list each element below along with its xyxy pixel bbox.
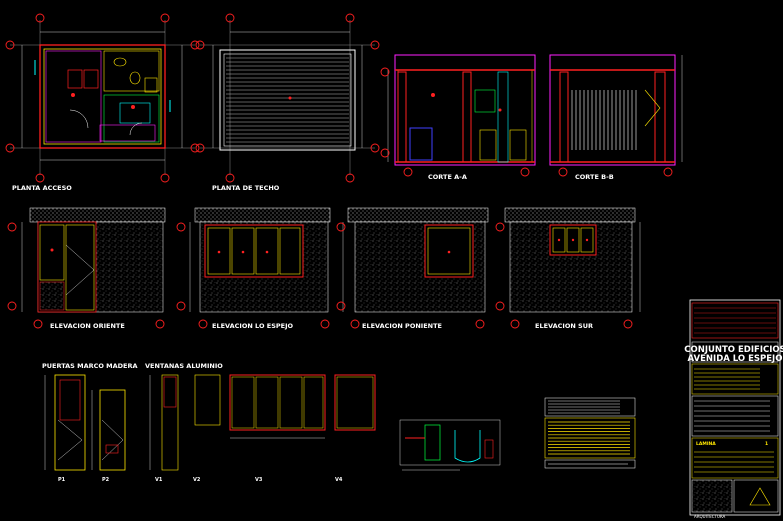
planta-acceso <box>10 20 195 175</box>
planta-techo <box>200 20 375 175</box>
bubbles-elev-lo-espejo <box>176 222 330 329</box>
corte-aa <box>387 54 536 166</box>
label-ventanas: VENTANAS ALUMINIO <box>145 362 223 370</box>
puertas-marco-madera <box>44 374 126 471</box>
tag-window-v3: V3 <box>255 477 263 483</box>
elevacion-lo-espejo <box>189 207 331 313</box>
tag-window-v1: V1 <box>155 477 163 483</box>
label-puertas: PUERTAS MARCO MADERA <box>42 362 138 370</box>
elevacion-poniente <box>342 207 489 313</box>
sheet-label: LAMINA <box>696 441 716 447</box>
project-title-line1: CONJUNTO EDIFICIOS <box>684 345 783 355</box>
corte-bb <box>549 54 683 166</box>
grid-bubbles-planta-acceso <box>5 13 200 183</box>
tag-window-v2: V2 <box>193 477 201 483</box>
bubbles-elev-oriente <box>7 222 165 329</box>
label-elev-oriente: ELEVACION ORIENTE <box>50 322 125 330</box>
project-title-line2: AVENIDA LO ESPEJO <box>688 354 783 364</box>
label-elev-sur: ELEVACION SUR <box>535 322 593 330</box>
footer-text: ARQUITECTURA <box>694 514 726 519</box>
grid-bubbles-corte-aa <box>380 67 530 177</box>
ventanas-aluminio <box>149 374 376 471</box>
elevacion-sur <box>504 207 641 313</box>
bubbles-elev-poniente <box>336 222 485 329</box>
tag-door-p1: P1 <box>58 477 66 483</box>
label-elev-lo-espejo: ELEVACION LO ESPEJO <box>212 322 294 330</box>
grid-bubbles-corte-bb <box>558 167 673 177</box>
label-planta-acceso: PLANTA ACCESO <box>12 184 72 192</box>
label-corte-bb: CORTE B-B <box>575 173 614 181</box>
sheet-number: 1 <box>765 441 768 447</box>
title-block <box>689 299 781 516</box>
label-corte-aa: CORTE A-A <box>428 173 467 181</box>
label-elev-poniente: ELEVACION PONIENTE <box>362 322 442 330</box>
bubbles-elev-sur <box>495 222 633 329</box>
grid-bubbles-planta-techo <box>195 13 380 183</box>
elevacion-oriente <box>21 207 166 313</box>
notas-generales <box>544 397 636 469</box>
detalle-sanitario <box>399 419 501 471</box>
tag-door-p2: P2 <box>102 477 110 483</box>
label-planta-techo: PLANTA DE TECHO <box>212 184 280 192</box>
tag-window-v4: V4 <box>335 477 343 483</box>
